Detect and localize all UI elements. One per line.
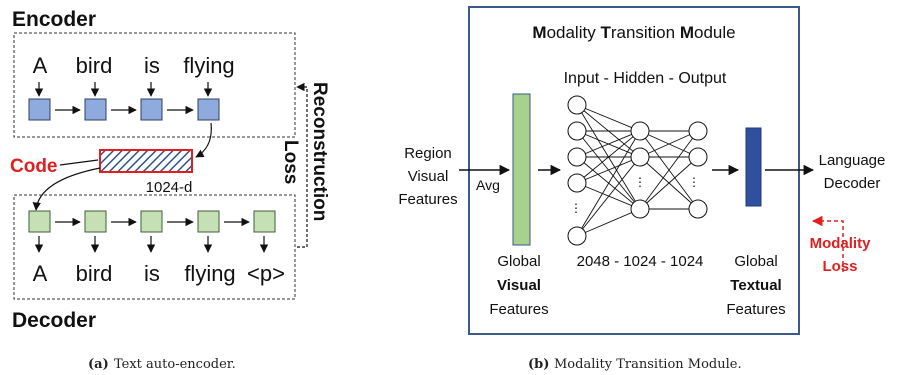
- modality-loss-arrow: [811, 215, 844, 272]
- module-title-part: odality: [547, 23, 601, 42]
- encoder-word: is: [144, 53, 160, 78]
- module-title-part: odule: [694, 23, 736, 42]
- input-label-line: Region: [404, 145, 452, 162]
- mlp-edge: [576, 156, 641, 237]
- panel-a: Encoder A bird is flying: [10, 8, 330, 372]
- decoder-word: <p>: [247, 261, 285, 286]
- encoder-region: [13, 32, 296, 138]
- code-pointer: [59, 159, 99, 166]
- decoder-region: [13, 194, 296, 300]
- mlp-edge: [576, 130, 641, 184]
- encoder-cell: [84, 98, 107, 121]
- ellipsis-hidden: ⋮: [634, 175, 646, 189]
- mlp-hidden-node: [630, 199, 650, 219]
- reconstruction-loss-arrow: [296, 82, 308, 248]
- decoder-word: A: [33, 261, 48, 286]
- encoder-cell: [28, 98, 51, 121]
- mlp-edge: [576, 156, 641, 184]
- loss-label: Loss: [280, 140, 301, 184]
- output-label-line: Decoder: [824, 175, 881, 192]
- decoder-word: flying: [184, 261, 235, 286]
- mlp-input-node: [567, 121, 587, 141]
- decoder-word: bird: [76, 261, 113, 286]
- module-title-part: M: [680, 23, 694, 42]
- layer-sizes: 2048 - 1024 - 1024: [577, 253, 704, 270]
- caption-a-tag: (a): [88, 357, 109, 372]
- modality-loss-label: Loss: [822, 258, 857, 275]
- decoder-cell: [253, 210, 276, 233]
- encoder-title: Encoder: [12, 8, 96, 31]
- global-visual-bar: [512, 93, 531, 246]
- decoder-title: Decoder: [12, 309, 96, 332]
- panel-b: Modality Transition Module Input - Hidde…: [398, 6, 886, 372]
- input-label-line: Visual: [408, 168, 449, 185]
- encoder-word: A: [33, 53, 48, 78]
- ellipsis-output: ⋮: [688, 175, 700, 189]
- module-title: Modality Transition Module: [532, 23, 735, 42]
- decoder-cell: [197, 210, 220, 233]
- mlp-hidden-node: [630, 121, 650, 141]
- global-visual-label: Features: [489, 301, 548, 318]
- encoder-cell: [140, 98, 163, 121]
- code-dim: 1024-d: [146, 179, 193, 196]
- decoder-cells: [28, 210, 276, 233]
- caption-b: Modality Transition Module.: [554, 357, 742, 372]
- mlp-hidden-node: [630, 147, 650, 167]
- avg-label: Avg: [476, 177, 500, 193]
- decoder-word: is: [144, 261, 160, 286]
- mlp-edge: [576, 104, 641, 132]
- mlp-edge: [576, 208, 641, 237]
- decoder-cell: [84, 210, 107, 233]
- decoder-cell: [28, 210, 51, 233]
- global-textual-bar: [745, 127, 762, 207]
- decoder-cell: [140, 210, 163, 233]
- module-title-part: T: [600, 23, 611, 42]
- mlp-output-node: [688, 147, 708, 167]
- encoder-cells: [28, 98, 220, 121]
- module-title-part: M: [532, 23, 546, 42]
- encoder-word: flying: [183, 53, 234, 78]
- encoder-to-code-arrow: [195, 122, 212, 158]
- mlp-input-node: [567, 173, 587, 193]
- global-textual-label: Features: [726, 301, 785, 318]
- mlp-edge: [639, 156, 699, 210]
- code-vector: [99, 149, 193, 173]
- ellipsis-input: ⋮: [570, 201, 582, 215]
- mlp-ellipsis: ⋮ ⋮ ⋮: [570, 175, 700, 215]
- encoder-input-arrows: [34, 82, 213, 97]
- mlp-input-node: [567, 95, 587, 115]
- modality-loss-label: Modality: [810, 235, 871, 252]
- input-label-line: Features: [398, 191, 457, 208]
- encoder-cell: [197, 98, 220, 121]
- reconstruction-label: Reconstruction: [309, 82, 330, 221]
- global-visual-label: Global: [497, 253, 540, 270]
- mlp-output-node: [688, 199, 708, 219]
- mlp-nodes: [567, 95, 708, 246]
- encoder-word: bird: [76, 53, 113, 78]
- code-label: Code: [10, 156, 58, 177]
- global-visual-label: Visual: [497, 277, 541, 294]
- caption-a: Text auto-encoder.: [114, 357, 236, 372]
- global-textual-label: Textual: [730, 277, 781, 294]
- caption-b-tag: (b): [528, 357, 549, 372]
- mlp-edge: [639, 130, 699, 158]
- mlp-input-node: [567, 147, 587, 167]
- decoder-output-arrows: [34, 236, 269, 253]
- mlp-edge: [576, 130, 641, 158]
- global-textual-label: Global: [734, 253, 777, 270]
- output-label-line: Language: [819, 152, 886, 169]
- mlp-output-node: [688, 121, 708, 141]
- mlp-edge: [639, 130, 699, 210]
- module-title-part: ransition: [611, 23, 680, 42]
- mlp-input-node: [567, 226, 587, 246]
- layers-title: Input - Hidden - Output: [564, 70, 727, 87]
- code-to-decoder-arrow: [32, 167, 101, 211]
- mlp-edge: [576, 130, 641, 237]
- mlp-edges: [576, 104, 699, 237]
